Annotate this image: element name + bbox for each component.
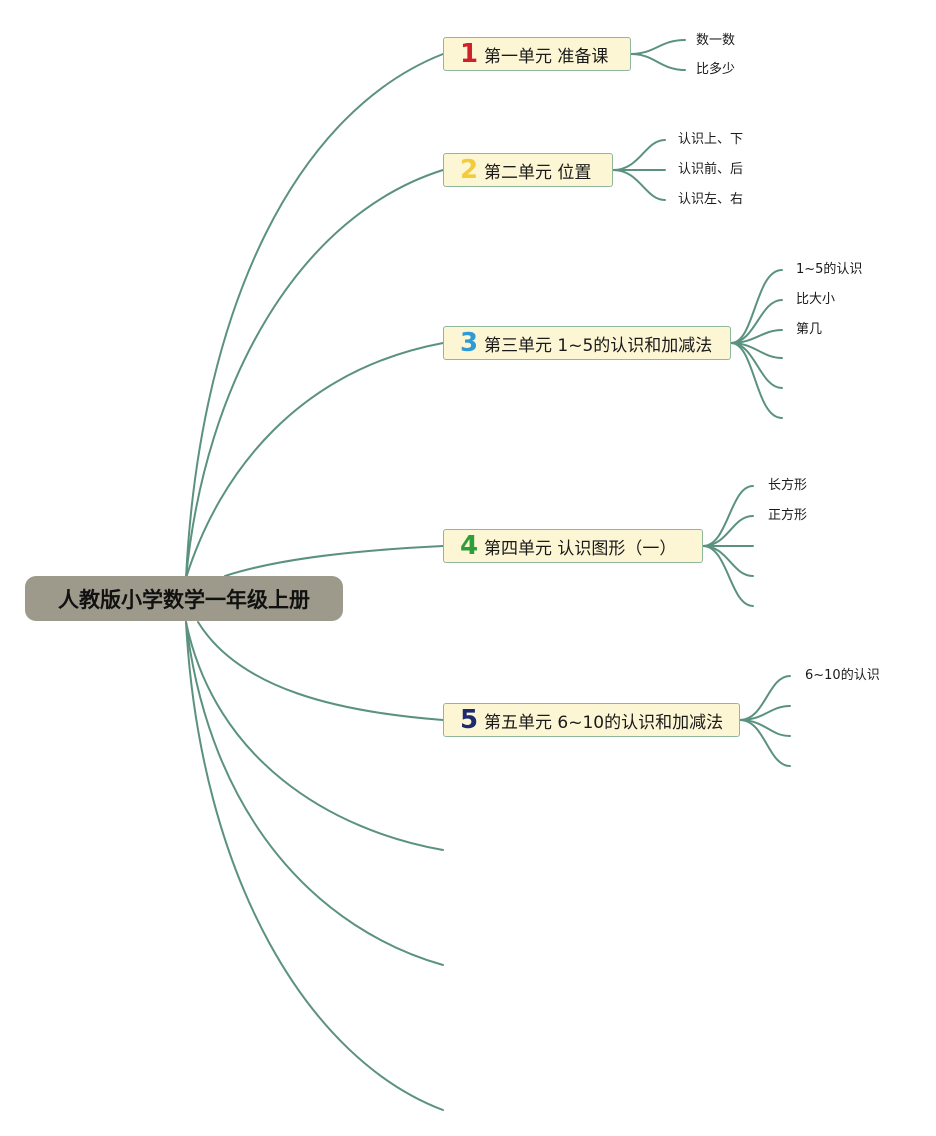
link-unit3-topic1: [730, 269, 783, 344]
unit-number-badge: 4: [460, 531, 479, 561]
link-unit2-topic3: [612, 169, 666, 201]
link-unit4-topic2: [702, 515, 754, 547]
topic-node[interactable]: 认识左、右: [678, 192, 744, 207]
link-root-unit7: [185, 621, 444, 966]
topic-node[interactable]: 比大小: [796, 292, 836, 307]
link-root-unit5: [197, 621, 444, 721]
link-unit2-topic1: [612, 139, 666, 171]
link-root-unit2: [185, 169, 444, 579]
link-unit4-branch4: [702, 545, 754, 577]
unit-number-badge: 2: [460, 155, 479, 185]
link-root-unit4: [224, 545, 444, 577]
unit-label: 第二单元 位置: [484, 162, 592, 183]
topic-node[interactable]: 第几: [796, 322, 823, 337]
unit-label: 第四单元 认识图形（一）: [484, 538, 677, 559]
unit-node-4[interactable]: 4 第四单元 认识图形（一）: [443, 529, 703, 563]
unit-number-badge: 3: [460, 328, 479, 358]
link-unit3-branch6: [730, 342, 783, 419]
link-root-unit6: [185, 621, 444, 851]
unit-label: 第一单元 准备课: [484, 46, 609, 67]
unit-node-1[interactable]: 1 第一单元 准备课: [443, 37, 631, 71]
unit-label: 第三单元 1~5的认识和加减法: [484, 335, 713, 356]
topic-node[interactable]: 6~10的认识: [805, 668, 880, 683]
link-unit4-branch5: [702, 545, 754, 607]
unit-node-5[interactable]: 5 第五单元 6~10的认识和加减法: [443, 703, 740, 737]
link-unit5-branch4: [739, 719, 791, 767]
unit-node-3[interactable]: 3 第三单元 1~5的认识和加减法: [443, 326, 731, 360]
root-label: 人教版小学数学一年级上册: [58, 587, 310, 612]
topic-node[interactable]: 认识上、下: [678, 132, 744, 147]
link-root-unit1: [185, 53, 444, 579]
unit-label: 第五单元 6~10的认识和加减法: [484, 712, 724, 733]
topic-node[interactable]: 1~5的认识: [796, 262, 863, 277]
unit-number-badge: 5: [460, 705, 479, 735]
link-root-unit3: [185, 342, 444, 579]
unit-node-2[interactable]: 2 第二单元 位置: [443, 153, 613, 187]
unit-number-badge: 1: [460, 39, 479, 69]
topic-node[interactable]: 认识前、后: [678, 162, 744, 177]
topic-node[interactable]: 正方形: [768, 508, 808, 523]
link-unit1-topic1: [630, 39, 686, 55]
link-unit1-topic2: [630, 53, 686, 71]
topic-node[interactable]: 数一数: [696, 33, 736, 48]
topic-node[interactable]: 长方形: [768, 478, 808, 493]
topic-node[interactable]: 比多少: [696, 62, 736, 77]
link-unit4-topic1: [702, 485, 754, 547]
link-root-unit8: [185, 621, 444, 1111]
root-node[interactable]: 人教版小学数学一年级上册: [25, 576, 343, 621]
